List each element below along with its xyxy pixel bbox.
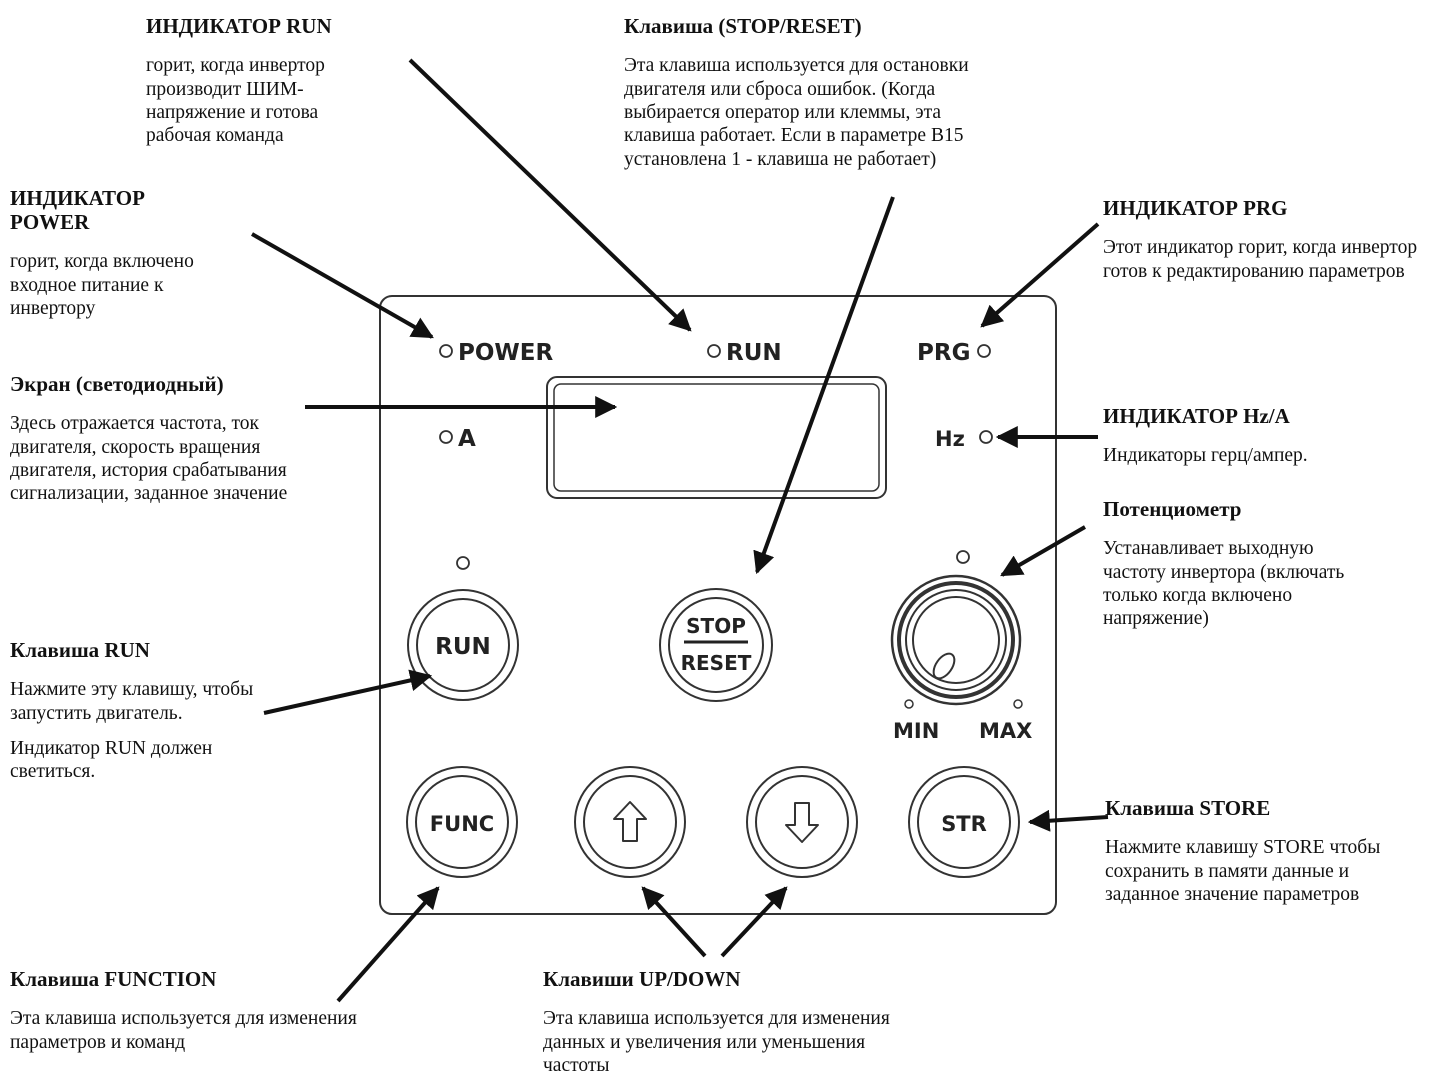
a-led-label: A xyxy=(458,426,476,452)
arrow-run-key xyxy=(263,669,433,715)
callout-arrows xyxy=(251,58,1109,1003)
arrow-run-indicator xyxy=(408,58,692,332)
prg-led-label: PRG xyxy=(917,340,970,366)
power-led-label: POWER xyxy=(458,340,553,366)
pot-led xyxy=(956,550,970,564)
potentiometer-knob[interactable] xyxy=(890,574,1022,706)
annotation-run-indicator: ИНДИКАТОР RUN горит, когда инвертор прои… xyxy=(146,14,466,148)
annotation-updown-keys: Клавиши UP/DOWN Эта клавиша используется… xyxy=(543,967,943,1077)
stop-reset-key[interactable]: STOP RESET xyxy=(659,588,773,702)
pot-max-label: MAX xyxy=(979,719,1032,743)
power-indicator-text: горит, когда включено входное питание к … xyxy=(10,251,194,320)
prg-led xyxy=(977,344,991,358)
arrow-up-icon xyxy=(613,801,647,842)
arrow-down-icon xyxy=(785,802,819,843)
run-led-label: RUN xyxy=(726,340,782,366)
run-key[interactable]: RUN xyxy=(407,589,519,701)
run-indicator-title: ИНДИКАТОР RUN xyxy=(146,14,332,38)
potentiometer-text: Устанавливает выходную частоту инвертора… xyxy=(1103,538,1345,630)
run-key-text: Нажмите эту клавишу, чтобы запустить дви… xyxy=(10,679,254,724)
arrow-prg-indicator xyxy=(980,222,1100,328)
arrow-down-key xyxy=(720,886,788,958)
annotation-function-key: Клавиша FUNCTION Эта клавиша используетс… xyxy=(10,967,410,1054)
prg-indicator-title: ИНДИКАТОР PRG xyxy=(1103,196,1288,220)
stop-key-text: Эта клавиша используется для остановки д… xyxy=(624,55,969,170)
annotation-store-key: Клавиша STORE Нажмите клавишу STORE чтоб… xyxy=(1105,796,1425,906)
screen-title: Экран (светодиодный) xyxy=(10,372,224,396)
run-key-label: RUN xyxy=(435,634,491,660)
arrow-stop-key xyxy=(753,196,895,575)
up-key[interactable] xyxy=(574,766,686,878)
function-key-title: Клавиша FUNCTION xyxy=(10,967,217,991)
run-indicator-text: горит, когда инвертор производит ШИМ-нап… xyxy=(146,55,325,147)
updown-keys-title: Клавиши UP/DOWN xyxy=(543,967,741,991)
stop-key-title: Клавиша (STOP/RESET) xyxy=(624,14,862,38)
prg-indicator-text: Этот индикатор горит, когда инвертор гот… xyxy=(1103,237,1418,282)
reset-key-label: RESET xyxy=(681,651,752,675)
arrow-function-key xyxy=(336,886,440,1003)
annotation-screen: Экран (светодиодный) Здесь отражается ча… xyxy=(10,372,310,506)
pot-max-dot xyxy=(1013,699,1023,709)
function-key-text: Эта клавиша используется для изменения п… xyxy=(10,1008,357,1053)
pot-min-label: MIN xyxy=(893,719,939,743)
annotation-prg-indicator: ИНДИКАТОР PRG Этот индикатор горит, когд… xyxy=(1103,196,1423,283)
arrow-power-indicator xyxy=(251,232,434,339)
run-led xyxy=(707,344,721,358)
pot-min-dot xyxy=(904,699,914,709)
store-key-text: Нажмите клавишу STORE чтобы сохранить в … xyxy=(1105,837,1381,905)
str-key-label: STR xyxy=(941,812,987,836)
pot-indicator-mark xyxy=(932,652,956,680)
power-led xyxy=(439,344,453,358)
annotation-potentiometer: Потенциометр Устанавливает выходную част… xyxy=(1103,497,1423,631)
stop-key-label: STOP xyxy=(686,614,746,638)
hz-led xyxy=(979,430,993,444)
annotation-run-key: Клавиша RUN Нажмите эту клавишу, чтобы з… xyxy=(10,638,310,784)
arrow-up-key xyxy=(641,886,707,958)
annotation-stop-key: Клавиша (STOP/RESET) Эта клавиша использ… xyxy=(624,14,984,171)
hz-indicator-text: Индикаторы герц/ампер. xyxy=(1103,445,1308,467)
screen-text: Здесь отражается частота, ток двигателя,… xyxy=(10,413,288,505)
a-led xyxy=(439,430,453,444)
down-key[interactable] xyxy=(746,766,858,878)
arrow-potentiometer xyxy=(1000,525,1087,577)
annotation-hz-indicator: ИНДИКАТОР Hz/A Индикаторы герц/ампер. xyxy=(1103,404,1423,468)
led-display-screen xyxy=(553,383,880,492)
run-key-led xyxy=(456,556,470,570)
potentiometer-title: Потенциометр xyxy=(1103,497,1242,521)
hz-indicator-title: ИНДИКАТОР Hz/A xyxy=(1103,404,1290,428)
func-key[interactable]: FUNC xyxy=(406,766,518,878)
power-indicator-title: ИНДИКАТОР POWER xyxy=(10,186,145,235)
str-key[interactable]: STR xyxy=(908,766,1020,878)
hz-led-label: Hz xyxy=(935,427,965,451)
annotation-power-indicator: ИНДИКАТОР POWER горит, когда включено вх… xyxy=(10,186,210,320)
store-key-title: Клавиша STORE xyxy=(1105,796,1271,820)
run-key-text-2: Индикатор RUN должен светиться. xyxy=(10,737,213,783)
arrow-store-key xyxy=(1027,809,1109,832)
run-key-title: Клавиша RUN xyxy=(10,638,150,662)
updown-keys-text: Эта клавиша используется для изменения д… xyxy=(543,1008,890,1076)
func-key-label: FUNC xyxy=(430,812,494,836)
